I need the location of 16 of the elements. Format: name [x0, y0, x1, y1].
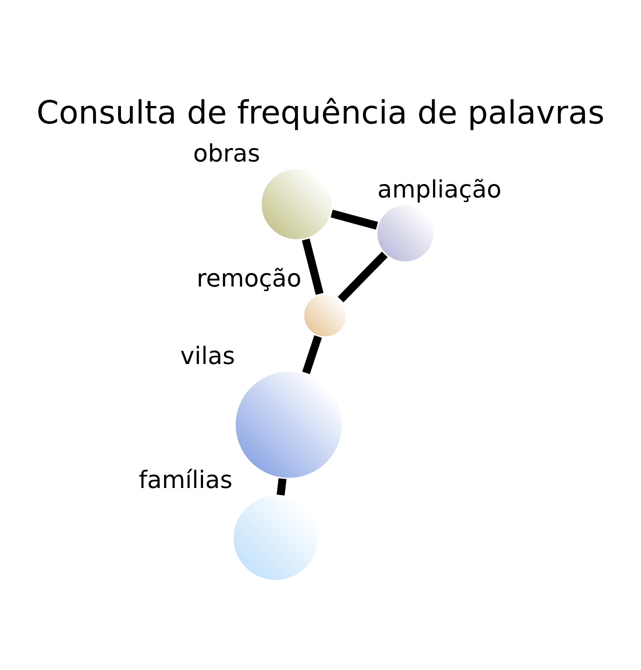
diagram-title: Consulta de frequência de palavras: [36, 93, 605, 132]
node-label: vilas: [180, 341, 236, 370]
node-circle: [260, 166, 334, 241]
node-label: famílias: [138, 466, 233, 494]
connector: [338, 251, 388, 302]
connector: [330, 209, 378, 230]
node-label: remoção: [196, 264, 302, 292]
node-circle: [375, 202, 436, 263]
node-circle: [302, 292, 348, 338]
connector: [302, 334, 322, 374]
connector: [302, 238, 324, 294]
node-circle: [232, 493, 320, 582]
connector: [276, 478, 286, 495]
node-label: ampliação: [377, 175, 502, 203]
node-label: obras: [193, 138, 260, 167]
node-circle: [234, 369, 344, 480]
